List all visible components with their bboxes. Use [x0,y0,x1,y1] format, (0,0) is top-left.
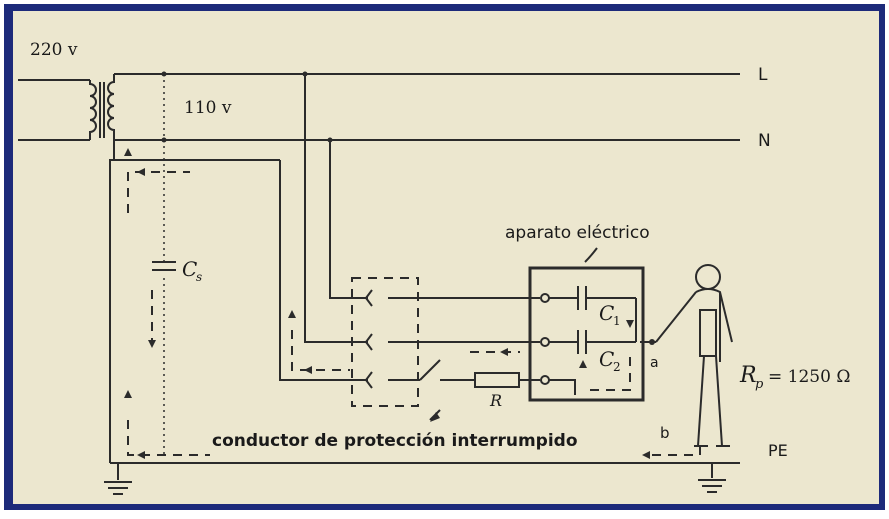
point-b-label: b [660,424,670,442]
switch-icon [364,289,373,389]
stray-capacitance-label: C [182,257,197,281]
svg-text:1: 1 [613,314,621,328]
transformer-icon [18,74,115,141]
person-icon [655,264,733,447]
ground-icon [698,463,726,493]
voltage-primary-label: 220 v [30,40,78,60]
body-resistance-value: = 1250 Ω [768,367,850,387]
capacitor-icon [152,261,176,271]
voltage-secondary-label: 110 v [184,98,232,118]
body-resistance-symbol: R [739,363,757,388]
svg-text:2: 2 [613,360,621,374]
device-box [528,266,645,402]
ground-icon [104,463,132,495]
device-label-pointer [584,247,598,263]
device-title: aparato eléctrico [505,223,650,243]
svg-text:s: s [196,270,202,284]
diagram-background [13,11,879,504]
line-N-label: N [758,131,771,151]
current-path-left [127,171,190,213]
resistor-label: R [489,391,502,410]
line-L-label: L [758,65,768,85]
point-a-label: a [650,355,659,371]
svg-text:p: p [755,377,764,392]
current-path-middle [291,330,350,371]
broken-conductor-label: conductor de protección interrumpido [212,431,578,451]
protective-earth-label: PE [768,441,788,460]
capacitor-1-label: C [599,301,614,325]
capacitor-2-label: C [599,347,614,371]
